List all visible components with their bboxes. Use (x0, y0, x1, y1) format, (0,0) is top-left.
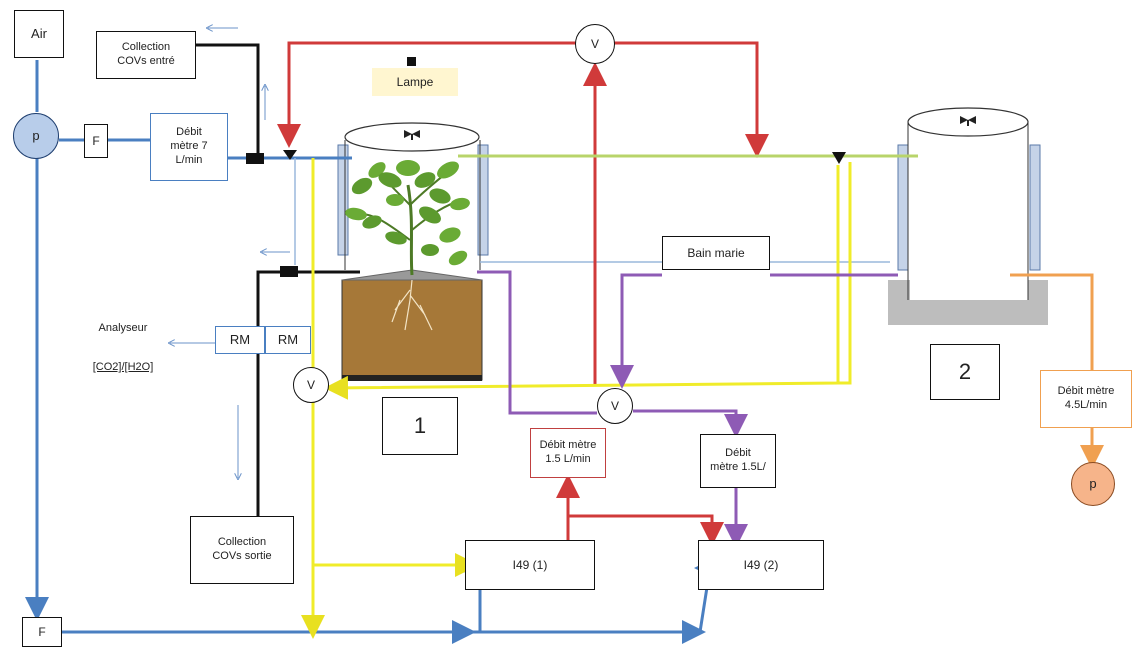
fan-icon (960, 116, 976, 126)
filter-top-box: F (84, 124, 108, 158)
fan-icon (404, 130, 420, 140)
collection-sortie-box: Collection COVs sortie (190, 516, 294, 584)
soil-pot (341, 279, 483, 381)
debit-4-5-box: Débit mètre 4.5L/min (1040, 370, 1132, 428)
chamber-2-label: 2 (930, 344, 1000, 400)
debit-1-5-purple-box: Débit mètre 1.5L/ (700, 434, 776, 488)
filter-bottom-box: F (22, 617, 62, 647)
collection-entre-box: Collection COVs entré (96, 31, 196, 79)
plant-icon (345, 160, 470, 276)
rm-left-box: RM (215, 326, 265, 354)
three-way-valve-icon (283, 150, 297, 160)
red-lines (277, 41, 769, 548)
valve-left: V (293, 367, 329, 403)
pump-right: p (1071, 462, 1115, 506)
black-lines (196, 43, 360, 518)
plant-roots (391, 279, 433, 331)
i49-2-box: I49 (2) (698, 540, 824, 590)
chamber-1-side-left (337, 144, 349, 256)
chamber-2-side-right (1029, 144, 1041, 271)
chamber-1-label: 1 (382, 397, 458, 455)
debit-7-box: Débit mètre 7 L/min (150, 113, 228, 181)
rm-right-box: RM (265, 326, 311, 354)
connector-icon (246, 153, 264, 164)
analyseur-label: Analyseur (98, 322, 148, 335)
lampe-label: Lampe (372, 68, 458, 96)
debit-1-5-red-box: Débit mètre 1.5 L/min (530, 428, 606, 478)
valve-top: V (575, 24, 615, 64)
orange-lines (1010, 273, 1104, 469)
bain-marie-box: Bain marie (662, 236, 770, 270)
chamber-1 (337, 122, 489, 381)
chamber-2 (888, 107, 1048, 325)
pump-left: p (13, 113, 59, 159)
valve-center: V (597, 388, 633, 424)
i49-1-box: I49 (1) (465, 540, 595, 590)
analyseur-value: [CO2]/[H2O] (92, 361, 154, 374)
chamber-2-side-left (897, 144, 909, 271)
air-box: Air (14, 10, 64, 58)
flow-indicators (170, 28, 290, 478)
connector-icon (280, 266, 298, 277)
lamp-icon (407, 57, 416, 66)
purple-lines (477, 270, 898, 548)
chamber-1-side-right (477, 144, 489, 256)
three-way-valve-icon (832, 152, 846, 164)
